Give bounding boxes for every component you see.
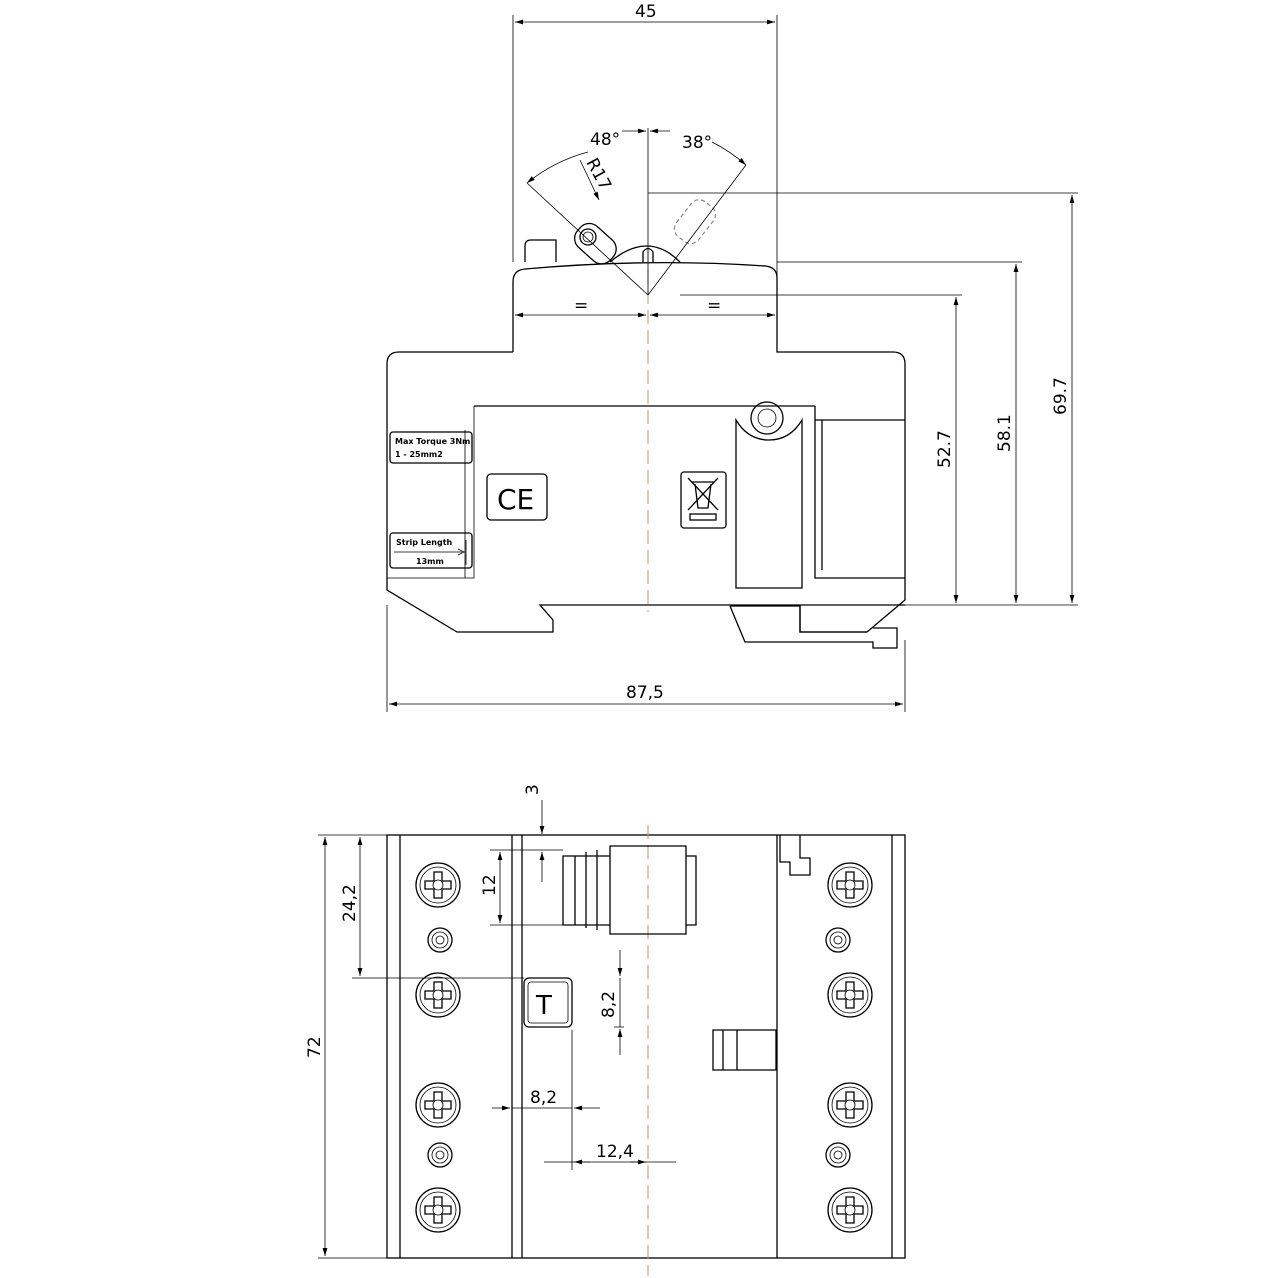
terminal-screw-1 (415, 862, 461, 908)
lever-base (609, 245, 681, 263)
dim-87-extensions (386, 605, 906, 712)
terminal-screw-8 (827, 1187, 873, 1233)
side-view: Max Torque 3Nm 1 - 25mm2 Strip Length 13… (386, 2, 1078, 712)
toggle-handle-off-position (673, 199, 717, 245)
toggle-handle[interactable] (570, 219, 621, 269)
small-screw-4 (825, 1142, 851, 1168)
indicator-screw-inner (757, 408, 777, 428)
angle-arc-right (711, 141, 747, 166)
dim-52-label: 52.7 (935, 430, 955, 468)
dim-45-label: 45 (635, 2, 657, 22)
small-screw-3 (825, 927, 851, 953)
ce-mark-box (486, 473, 548, 521)
torque-label-line1: Max Torque 3Nm (395, 437, 470, 446)
terminal-screw-2 (415, 972, 461, 1018)
terminal-screw-4 (415, 1187, 461, 1233)
right-block (814, 406, 905, 579)
dim-87-label: 87,5 (626, 683, 664, 703)
angle-left-label: 48° (590, 130, 620, 150)
top-tab (779, 835, 811, 876)
left-panel (387, 406, 475, 579)
strip-arrow (394, 540, 467, 565)
test-button-label: T (535, 991, 552, 1021)
terminal-screw-6 (827, 972, 873, 1018)
weee-bin-icon (680, 471, 727, 529)
strip-label-line1: Strip Length (396, 538, 453, 547)
right-notch (712, 1029, 777, 1071)
dim-82v-label: 8,2 (599, 991, 619, 1018)
strip-label-box (389, 532, 473, 569)
left-tab (524, 239, 557, 262)
dim-24-label: 24,2 (340, 884, 360, 922)
front-view: T 72 24,2 12 3 8,2 8,2 12,4 (305, 784, 906, 1276)
indicator-slot (735, 417, 803, 589)
strip-label-line2: 13mm (416, 557, 444, 566)
angle-lines (526, 164, 747, 296)
terminal-screw-7 (827, 1082, 873, 1128)
dim-equal-left-label: = (574, 296, 588, 316)
test-button[interactable]: T (523, 977, 573, 1028)
dim-3-label: 3 (523, 784, 543, 795)
indicator-screw (750, 401, 784, 435)
radius-arrow (579, 159, 600, 201)
dim-69-label: 69.7 (1051, 377, 1071, 415)
terminal-screw-3 (415, 1082, 461, 1128)
terminal-screw-5 (827, 862, 873, 908)
dim-58-label: 58.1 (995, 414, 1015, 452)
dim-82h-label: 8,2 (530, 1088, 557, 1108)
torque-label-box (389, 431, 473, 464)
small-screw-1 (427, 927, 453, 953)
dim-72-label: 72 (305, 1036, 325, 1058)
dim-equal-right-label: = (707, 296, 721, 316)
dim-124-label: 12,4 (596, 1142, 634, 1162)
device-body-outline (386, 261, 906, 633)
torque-label-line2: 1 - 25mm2 (395, 450, 443, 459)
dim-12-label: 12 (480, 874, 500, 896)
front-outline (386, 834, 906, 1259)
dim-height-extensions (648, 192, 1078, 606)
front-extensions (318, 834, 624, 1259)
dim-45-extensions (512, 15, 778, 352)
small-screw-2 (427, 1142, 453, 1168)
toggle-handle-front[interactable] (562, 845, 697, 935)
angle-arc-left (526, 151, 589, 184)
ce-mark: CE (497, 483, 534, 516)
front-dividers (399, 835, 893, 1258)
din-clip (729, 605, 898, 649)
angle-right-label: 38° (682, 133, 712, 153)
